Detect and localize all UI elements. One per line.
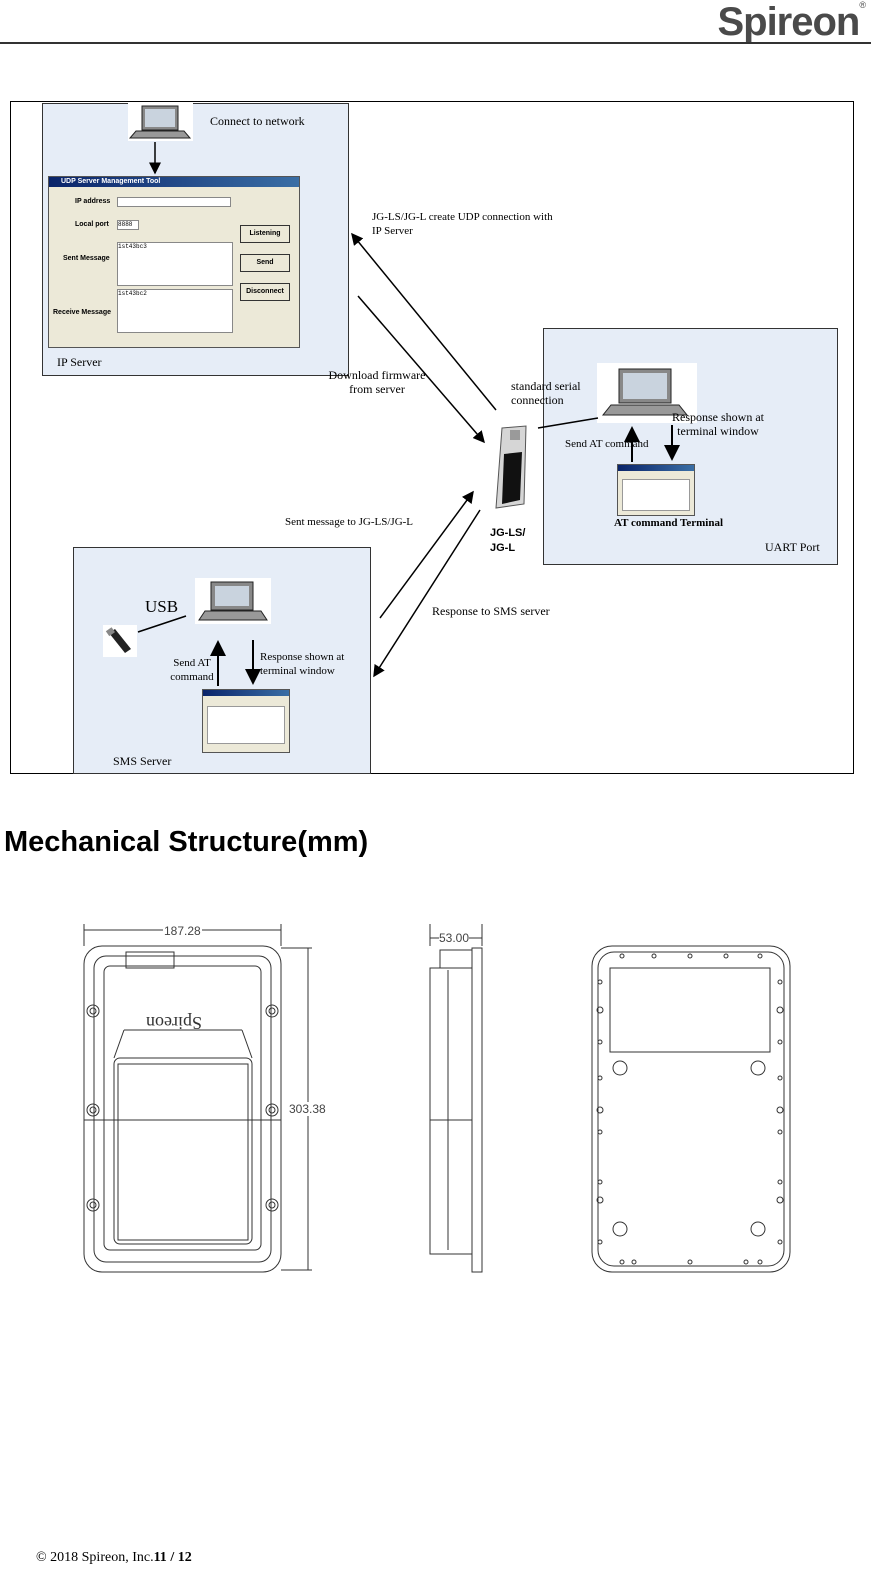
page-separator: / — [166, 1550, 178, 1565]
height-dimension: 303.38 — [289, 1102, 326, 1116]
laptop-icon — [597, 363, 697, 423]
ip-address-label: IP address — [75, 198, 111, 205]
ip-server-label: IP Server — [57, 355, 102, 369]
copyright-text: © 2018 Spireon, Inc. — [36, 1550, 154, 1565]
side-view-drawing — [429, 924, 483, 1273]
udp-connection-label: JG-LS/JG-L create UDP connection with IP… — [372, 211, 553, 237]
device-icon — [488, 424, 532, 510]
page-total: 12 — [177, 1550, 192, 1565]
device-label-line1: JG-LS/ — [490, 527, 526, 539]
mirrored-brand-mark: Spireon — [146, 1013, 202, 1033]
sms-terminal-window — [202, 689, 290, 753]
terminal-title-bar — [203, 690, 289, 696]
device-label-line2: JG-L — [490, 542, 516, 554]
sms-response-label: Response shown at terminal window — [260, 651, 345, 677]
listening-button[interactable]: Listening — [240, 225, 290, 243]
ip-address-field[interactable] — [117, 197, 231, 207]
connect-to-network-label: Connect to network — [210, 114, 305, 128]
response-to-sms-label: Response to SMS server — [432, 604, 550, 618]
sms-send-at-label: Send AT command — [170, 657, 214, 683]
header-divider — [0, 42, 871, 44]
uart-port-label: UART Port — [765, 540, 820, 554]
download-firmware-label: Download firmware from server — [328, 368, 426, 396]
sms-server-label: SMS Server — [113, 754, 172, 768]
width-dimension: 187.28 — [163, 924, 202, 938]
local-port-label: Local port — [75, 221, 109, 228]
page-current: 11 — [153, 1550, 167, 1565]
section-title: Mechanical Structure(mm) — [4, 826, 369, 858]
udp-window-title: UDP Server Management Tool — [49, 177, 299, 187]
send-button[interactable]: Send — [240, 254, 290, 272]
disconnect-button[interactable]: Disconnect — [240, 283, 290, 301]
at-terminal-window — [617, 464, 695, 516]
depth-dimension: 53.00 — [439, 931, 470, 945]
local-port-field[interactable]: 8888 — [117, 220, 139, 230]
front-view-drawing — [83, 924, 312, 1273]
terminal-content — [622, 479, 690, 511]
at-command-terminal-label: AT command Terminal — [614, 517, 723, 529]
sent-message-label: Sent Message — [63, 255, 110, 262]
page-footer: © 2018 Spireon, Inc.11 / 12 — [36, 1550, 192, 1566]
usb-stick-icon — [103, 625, 137, 657]
sent-message-to-device-label: Sent message to JG-LS/JG-L — [285, 516, 414, 528]
device-label: JG-LS/ JG-L — [490, 526, 525, 556]
sent-message-field[interactable]: 1st43bc3 — [117, 242, 233, 286]
udp-server-window: UDP Server Management Tool IP address Lo… — [48, 176, 300, 348]
receive-message-label: Receive Message — [53, 309, 111, 316]
serial-connection-label: standard serial connection — [511, 379, 581, 407]
receive-message-field[interactable]: 1st43bc2 — [117, 289, 233, 333]
usb-label: USB — [145, 597, 179, 616]
spireon-logo: Spireon® — [717, 0, 865, 44]
laptop-icon — [195, 578, 271, 624]
back-view-drawing — [591, 945, 791, 1273]
laptop-icon — [128, 103, 193, 141]
terminal-content — [207, 706, 285, 744]
diagram-arrows — [137, 142, 680, 686]
terminal-title-bar — [618, 465, 694, 471]
uart-response-label: Response shown at terminal window — [672, 410, 764, 438]
communication-diagram — [10, 101, 854, 774]
